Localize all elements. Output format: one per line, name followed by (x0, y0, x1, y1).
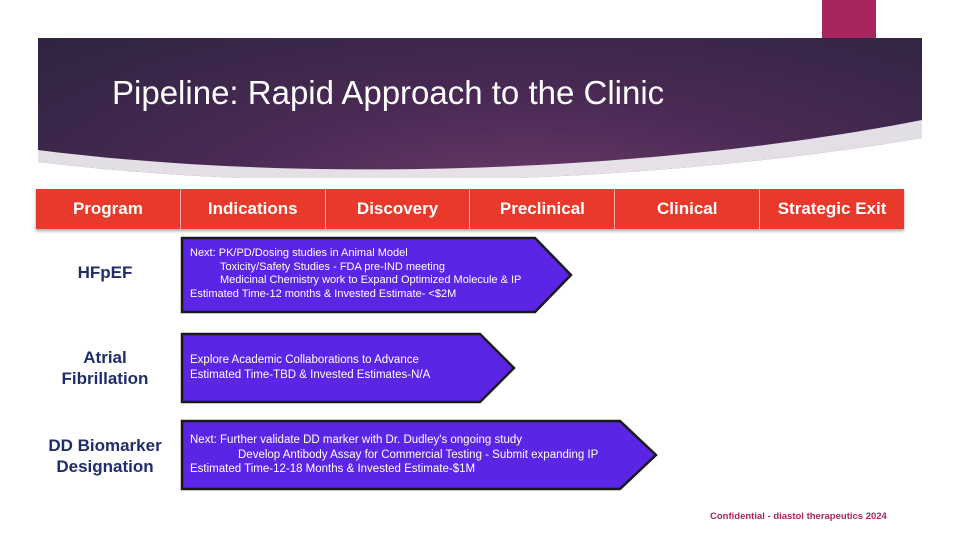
arrow-shape (180, 236, 573, 314)
arrow-shape (180, 332, 516, 404)
arrow-line: Medicinal Chemistry work to Expand Optim… (220, 274, 522, 286)
column-header-discovery: Discovery (326, 189, 471, 229)
arrow-shape (180, 419, 658, 491)
column-header-clinical: Clinical (615, 189, 761, 229)
column-header-strategic-exit: Strategic Exit (777, 199, 887, 218)
arrow-line: Develop Antibody Assay for Commercial Te… (238, 448, 599, 461)
program-label-dd-biomarker: DD Biomarker Designation (34, 435, 176, 477)
pipeline-header: Program Indications Discovery Preclinica… (36, 189, 904, 229)
arrow-line: Estimated Time-TBD & Invested Estimates-… (190, 369, 431, 381)
arrow-text-block: Next: PK/PD/Dosing studies in Animal Mod… (190, 247, 521, 301)
program-label-line: Fibrillation (61, 369, 149, 388)
arrow-line: Estimated Time-12 months & Invested Esti… (190, 287, 457, 300)
arrow-line: Next: PK/PD/Dosing studies in Animal Mod… (190, 247, 408, 259)
pipeline-arrow-atrial-fibrillation: Explore Academic Collaborations to Advan… (180, 332, 518, 404)
banner-swoosh (38, 120, 922, 178)
arrow-text-block: Next: Further validate DD marker with Dr… (190, 433, 598, 477)
arrow-line: Next: Further validate DD marker with Dr… (190, 434, 522, 446)
program-label-line: HFpEF (77, 263, 133, 282)
program-label-line: Atrial (83, 348, 127, 367)
title-banner (38, 38, 922, 178)
pipeline-arrow-dd-biomarker: Next: Further validate DD marker with Dr… (180, 419, 660, 491)
arrow-text-block: Explore Academic Collaborations to Advan… (190, 353, 430, 383)
arrow-line: Explore Academic Collaborations to Advan… (190, 354, 419, 366)
pipeline-arrow-hfpef: Next: PK/PD/Dosing studies in Animal Mod… (180, 236, 575, 314)
program-label-line: Designation (56, 457, 154, 476)
slide-title: Pipeline: Rapid Approach to the Clinic (112, 74, 665, 111)
program-label-line: DD Biomarker (48, 436, 162, 455)
column-header-indications: Indications (181, 189, 326, 229)
column-header-preclinical: Preclinical (470, 189, 616, 229)
arrow-line: Estimated Time-12-18 Months & Invested E… (190, 463, 476, 475)
column-header-program: Program (36, 189, 181, 229)
program-label-hfpef: HFpEF (40, 262, 170, 283)
confidential-footer: Confidential - diastol therapeutics 2024 (710, 511, 887, 522)
arrow-line: Toxicity/Safety Studies - FDA pre-IND me… (220, 260, 445, 273)
program-label-atrial-fibrillation: Atrial Fibrillation (40, 347, 170, 389)
